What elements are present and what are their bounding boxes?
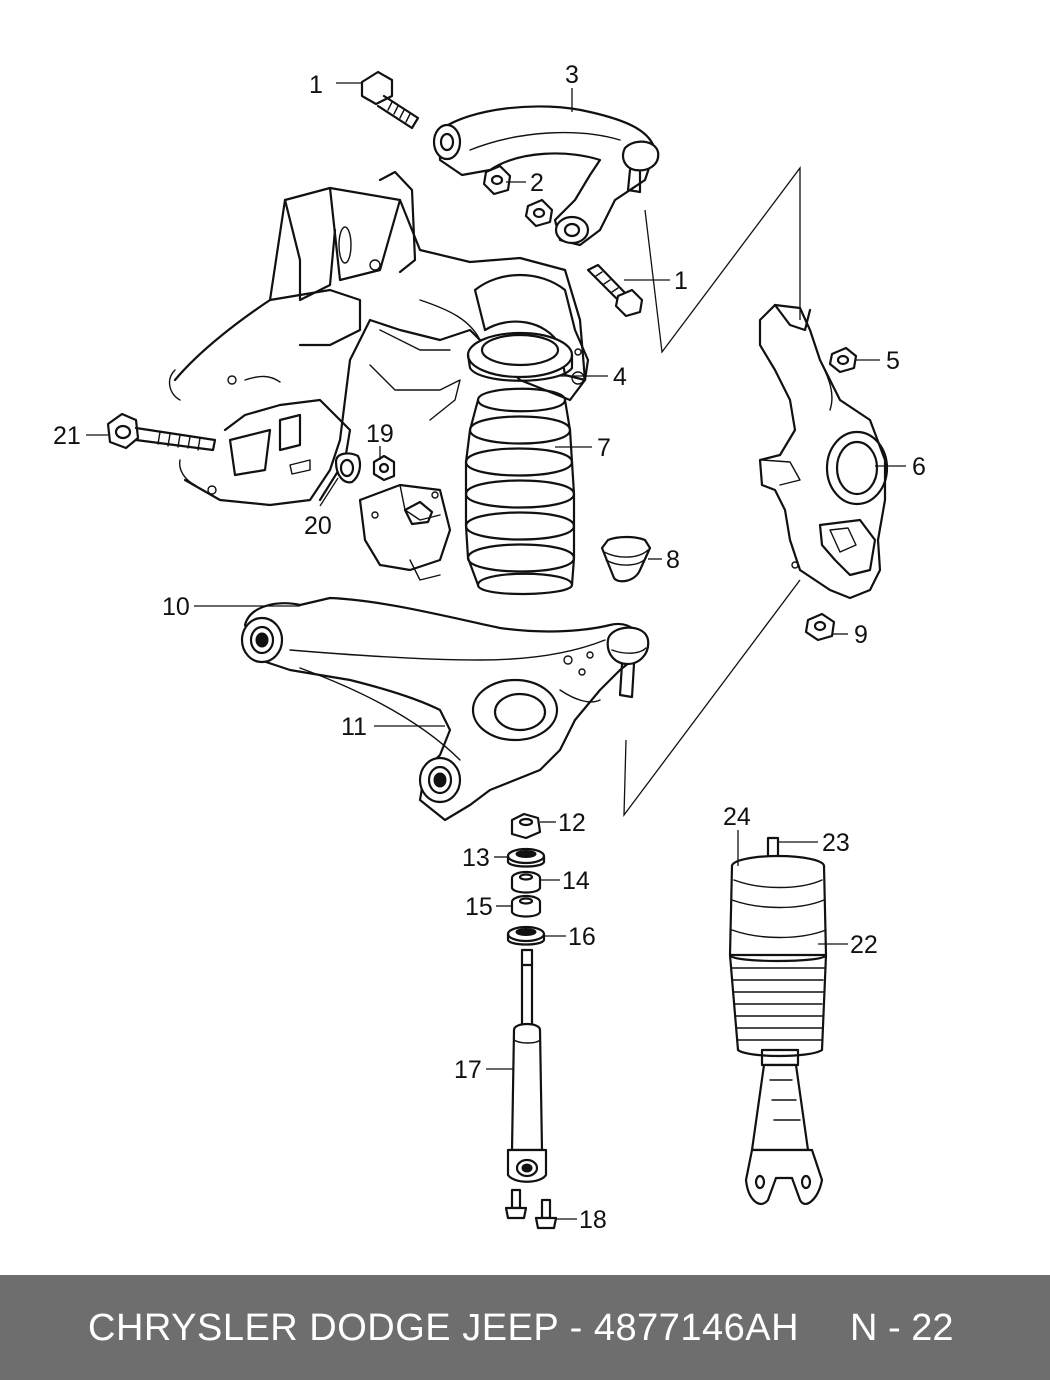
nut-2 xyxy=(482,164,512,196)
callout-1-upper: 1 xyxy=(309,71,323,99)
callout-3: 3 xyxy=(565,61,579,89)
callout-14: 14 xyxy=(562,867,590,895)
callout-23: 23 xyxy=(822,829,850,857)
nut-19 xyxy=(372,454,396,482)
callout-8: 8 xyxy=(666,546,680,574)
footer-bar: CHRYSLER DODGE JEEP - 4877146AH N - 22 xyxy=(0,1275,1050,1380)
spring-tower xyxy=(473,274,590,385)
bolt-18b xyxy=(534,1198,558,1230)
lower-bracket-plate xyxy=(358,483,452,581)
lower-control-arm xyxy=(240,596,650,822)
page-code: N - 22 xyxy=(850,1307,954,1349)
callout-15: 15 xyxy=(465,893,493,921)
air-spring-strut-22 xyxy=(728,836,828,1205)
assembly-connector-lines xyxy=(623,166,801,818)
callout-20: 20 xyxy=(304,512,332,540)
callout-labels: 1 2 3 1 4 5 6 7 8 9 10 11 12 13 14 15 16… xyxy=(53,61,926,1234)
callout-21: 21 xyxy=(53,422,81,450)
callout-1-lower: 1 xyxy=(674,267,688,295)
leader-lines xyxy=(86,82,906,1220)
nut-2b xyxy=(524,198,554,228)
bolt-1-lower xyxy=(586,263,644,318)
shock-absorber-17 xyxy=(506,948,548,1183)
spring-isolator-4 xyxy=(466,331,574,382)
callout-11: 11 xyxy=(341,713,367,741)
washer-13 xyxy=(506,847,546,868)
callout-9: 9 xyxy=(854,621,868,649)
callout-13: 13 xyxy=(462,844,490,872)
nut-9 xyxy=(804,612,836,642)
callout-24: 24 xyxy=(723,803,751,831)
callout-22: 22 xyxy=(850,931,878,959)
insulator-14 xyxy=(510,870,542,894)
insulator-15 xyxy=(510,894,542,918)
bump-stop-8 xyxy=(600,535,652,583)
callout-10: 10 xyxy=(162,593,190,621)
cam-washer-20 xyxy=(334,452,362,484)
washer-16 xyxy=(506,925,546,946)
suspension-exploded-diagram: 1 2 3 1 4 5 6 7 8 9 10 11 12 13 14 15 16… xyxy=(53,61,926,1234)
callout-16: 16 xyxy=(568,923,596,951)
callout-4: 4 xyxy=(613,363,627,391)
bolt-1-upper xyxy=(360,70,420,130)
part-number-title: CHRYSLER DODGE JEEP - 4877146AH xyxy=(88,1307,800,1349)
callout-2: 2 xyxy=(530,169,544,197)
upper-control-arm xyxy=(432,105,660,247)
callout-12: 12 xyxy=(558,809,586,837)
bolt-21 xyxy=(106,412,217,452)
nut-5 xyxy=(828,346,858,374)
callout-6: 6 xyxy=(912,453,926,481)
callout-5: 5 xyxy=(886,347,900,375)
callout-17: 17 xyxy=(454,1056,482,1084)
callout-19: 19 xyxy=(366,420,394,448)
nut-12 xyxy=(510,812,542,840)
coil-spring-7 xyxy=(464,387,576,596)
steering-knuckle-6 xyxy=(758,303,889,600)
callout-7: 7 xyxy=(597,434,611,462)
callout-18: 18 xyxy=(579,1206,607,1234)
bolt-18a xyxy=(504,1188,528,1220)
